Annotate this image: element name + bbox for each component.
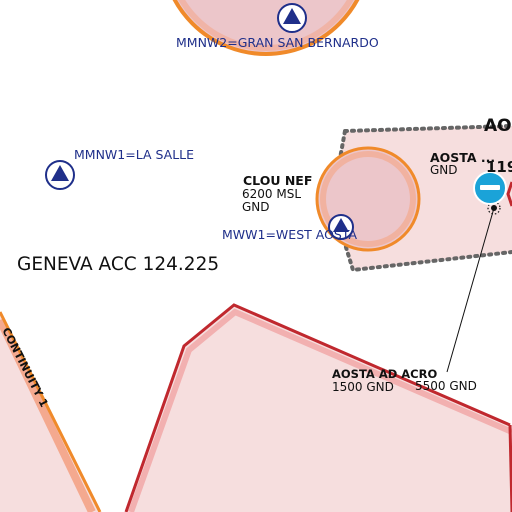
- clou-nef-name: CLOU NEF: [243, 173, 312, 188]
- reporting-point-triangle: [51, 165, 69, 181]
- acro-leader-line: [446, 207, 495, 373]
- reporting-point-triangle: [333, 218, 349, 232]
- aosta-ctr-name: AOSTA ...: [430, 150, 495, 165]
- aosta-frequency: 119: [486, 158, 512, 176]
- aosta-aerodrome-code: AO: [484, 116, 512, 136]
- acro-area-border: [124, 303, 511, 512]
- reporting-point-triangle: [283, 8, 301, 24]
- red-edge-marker: [506, 181, 512, 207]
- acro-upper-limit: 5500 GND: [415, 379, 477, 393]
- clou-nef-upper: 6200 MSL: [242, 187, 301, 201]
- acro-area-inner-band: [128, 308, 512, 512]
- acc-frequency-label: GENEVA ACC 124.225: [17, 254, 219, 275]
- continuity-boundary: CONTINUITY 1: [0, 311, 102, 512]
- runway-icon: [480, 185, 500, 190]
- continuity-inner-band: [0, 318, 96, 512]
- aosta-aerodrome[interactable]: [473, 171, 512, 215]
- acro-name: AOSTA AD ACRO: [332, 367, 437, 381]
- waypoint-label-west-aosta: MWW1=WEST AOSTA: [222, 227, 358, 242]
- acro-lower-limit: 1500 GND: [332, 380, 394, 394]
- reporting-point-la-salle[interactable]: MMNW1=LA SALLE: [45, 147, 194, 190]
- clou-nef-lower: GND: [242, 200, 270, 214]
- clou-nef-inner-band: [320, 151, 416, 247]
- aerodrome-dot: [491, 205, 497, 211]
- aosta-ctr-lower: GND: [430, 163, 458, 177]
- acro-area-fill: [126, 305, 512, 512]
- aerodrome-dot-ring: [487, 201, 501, 215]
- reporting-point-gran-san-bernardo[interactable]: MMNW2=GRAN SAN BERNARDO: [176, 3, 379, 50]
- continuity-border: [0, 311, 102, 512]
- waypoint-label-la-salle: MMNW1=LA SALLE: [74, 147, 194, 162]
- reporting-point-west-aosta[interactable]: MWW1=WEST AOSTA: [222, 214, 358, 242]
- gran-san-bernardo-zone: [172, 0, 360, 56]
- top-zone-circle: [172, 0, 360, 56]
- waypoint-label-gran-san-bernardo: MMNW2=GRAN SAN BERNARDO: [176, 35, 379, 50]
- top-zone-inner-band: [178, 0, 354, 51]
- aosta-ad-acro-area: [124, 303, 512, 512]
